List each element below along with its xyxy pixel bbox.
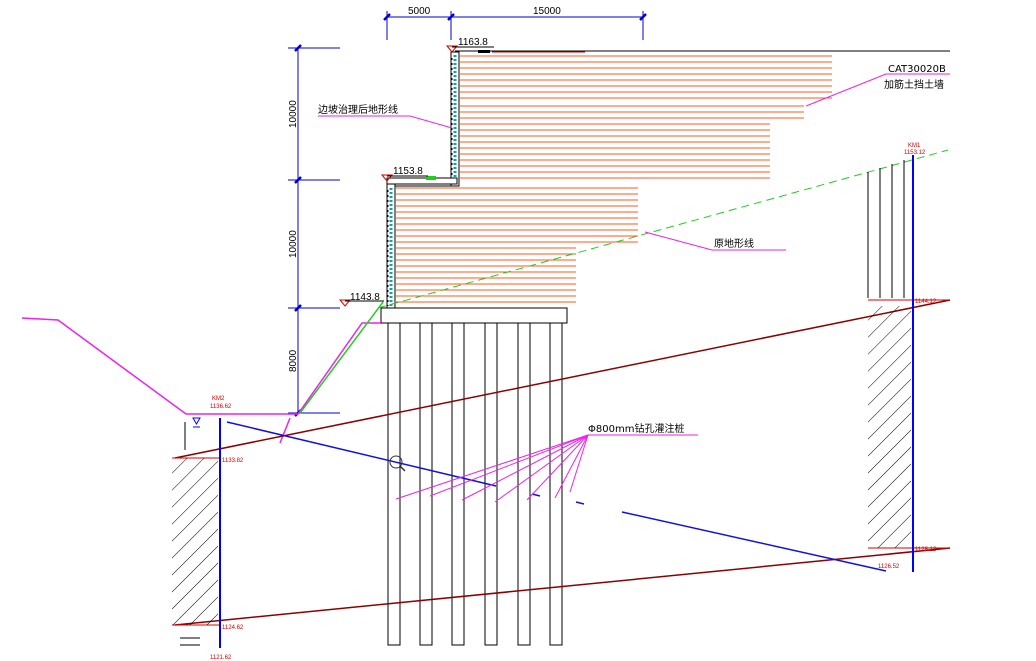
terrain-drop bbox=[279, 417, 291, 444]
elevation-marker-top bbox=[445, 45, 494, 53]
pile-leader-line bbox=[554, 434, 589, 499]
geogrid-upper-tier bbox=[460, 55, 832, 179]
top-coping bbox=[478, 50, 490, 53]
search-icon-handle bbox=[399, 465, 406, 472]
middle-drain bbox=[426, 176, 436, 180]
leader-wall bbox=[805, 73, 887, 107]
borehole-left-name: KM2 bbox=[212, 396, 225, 402]
pile bbox=[549, 322, 563, 646]
dim-top-left: 5000 bbox=[408, 6, 431, 17]
pile-leader-line bbox=[526, 434, 589, 501]
borehole-right bbox=[867, 155, 948, 572]
pile-leader-line bbox=[429, 434, 589, 497]
pile-leader-line bbox=[395, 434, 589, 500]
pile-leader-line bbox=[569, 434, 589, 493]
lower-slope-green bbox=[299, 301, 384, 414]
soil-layer-upper bbox=[174, 299, 951, 459]
treated-terrain-line bbox=[21, 317, 381, 415]
label-original-ground: 原地形线 bbox=[714, 237, 754, 250]
leader-original bbox=[644, 231, 713, 251]
label-reinforced-wall: 加筋土挡土墙 bbox=[884, 78, 944, 91]
borehole-left-layer1: 1133.82 bbox=[222, 458, 244, 464]
borehole-left-bottom: 1121.62 bbox=[210, 655, 232, 661]
elevation-middle: 1153.8 bbox=[393, 166, 423, 177]
label-slope-after: 边坡治理后地形线 bbox=[318, 103, 398, 116]
elevation-lower: 1143.8 bbox=[350, 292, 380, 303]
dimension-ticks bbox=[294, 13, 647, 417]
elevation-marker-middle bbox=[380, 174, 428, 182]
water-line-segment-4 bbox=[621, 511, 887, 572]
pile-cap bbox=[380, 307, 568, 324]
borehole-left-layer2: 1124.62 bbox=[222, 625, 244, 631]
dim-tier-lower: 8000 bbox=[288, 349, 299, 372]
borehole-right-layer2: 1128.12 bbox=[915, 547, 937, 553]
water-line-segment-1 bbox=[226, 421, 497, 487]
geogrid-lower-tier bbox=[396, 187, 638, 303]
elevation-marker-lower bbox=[338, 299, 384, 307]
lower-wall bbox=[386, 183, 396, 311]
search-icon bbox=[389, 455, 403, 469]
borehole-left bbox=[172, 417, 221, 648]
elevation-top: 1163.8 bbox=[458, 37, 488, 48]
dim-tier-upper: 10000 bbox=[288, 100, 299, 128]
original-ground-line bbox=[377, 149, 949, 309]
pile bbox=[387, 322, 401, 646]
dim-top-right: 15000 bbox=[533, 6, 561, 17]
soil-layer-lower bbox=[174, 547, 951, 626]
label-cat-code: CAT30020B bbox=[888, 64, 946, 75]
pile-leader-line bbox=[461, 434, 589, 501]
bored-piles bbox=[387, 322, 563, 646]
dim-tier-middle: 10000 bbox=[288, 230, 299, 258]
borehole-right-layer1: 1144.12 bbox=[915, 299, 937, 305]
pile bbox=[451, 322, 465, 646]
middle-bench bbox=[386, 177, 458, 185]
leader-slope bbox=[409, 115, 453, 129]
pile-leaders bbox=[395, 434, 589, 503]
borehole-right-top: 1153.12 bbox=[904, 150, 926, 156]
label-piles: Φ800mm钻孔灌注桩 bbox=[588, 422, 684, 435]
borehole-right-name: KM1 bbox=[908, 143, 921, 149]
water-line-segment-2 bbox=[531, 493, 541, 497]
pile-leader-line bbox=[494, 434, 589, 503]
pile bbox=[517, 322, 531, 646]
upper-wall bbox=[450, 51, 460, 187]
water-line-segment-3 bbox=[575, 501, 585, 505]
borehole-right-bottom: 1126.52 bbox=[878, 564, 900, 570]
borehole-left-top: 1136.62 bbox=[210, 404, 232, 410]
pile bbox=[419, 322, 433, 646]
